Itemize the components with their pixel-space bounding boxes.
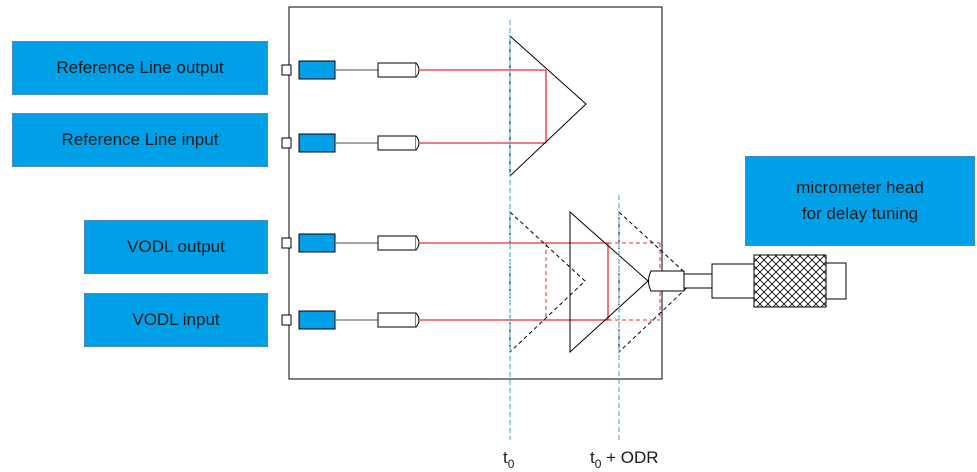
micrometer-knob xyxy=(753,254,827,308)
port-vodl-output xyxy=(281,233,420,253)
port-vodl-input xyxy=(281,310,420,330)
t0-odr-label: t0 + ODR xyxy=(590,448,659,471)
t0-label: t0 xyxy=(503,448,515,471)
micrometer-label-line2: for delay tuning xyxy=(801,204,919,223)
reference-line-output-label: Reference Line output xyxy=(12,41,268,95)
collimator xyxy=(377,235,417,251)
vodl-retroreflector-end xyxy=(618,210,695,354)
port-reference-input xyxy=(281,133,420,153)
vodl-output-label: VODL output xyxy=(84,220,268,274)
reference-beam xyxy=(420,69,547,144)
micrometer-label-line1: micrometer head xyxy=(796,178,924,197)
vodl-input-label: VODL input xyxy=(84,293,268,347)
enclosure xyxy=(288,6,663,380)
port-reference-output xyxy=(281,60,420,80)
reference-line-input-label: Reference Line input xyxy=(12,113,268,167)
micrometer-head-label: micrometer head for delay tuning xyxy=(745,156,975,246)
reference-retroreflector xyxy=(509,34,587,178)
micrometer-head xyxy=(648,254,847,308)
collimator xyxy=(377,62,417,78)
vodl-retroreflector xyxy=(569,210,649,354)
vodl-retroreflector-start xyxy=(509,210,586,354)
vodl-beam xyxy=(420,242,609,321)
collimator xyxy=(377,135,417,151)
collimator xyxy=(377,312,417,328)
